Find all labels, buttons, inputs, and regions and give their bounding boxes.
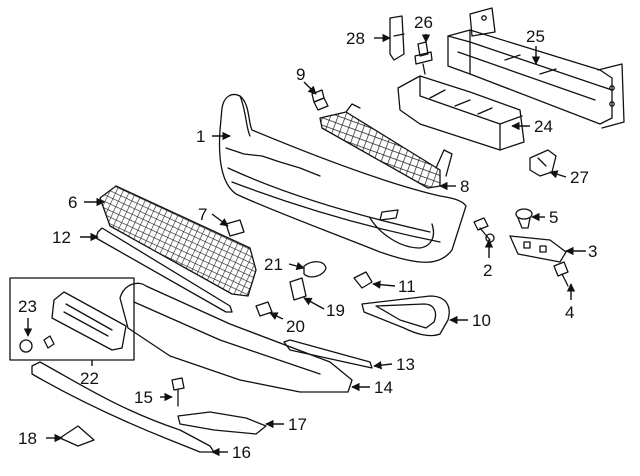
callout-3: 3 <box>588 242 597 261</box>
callout-20: 20 <box>286 317 305 336</box>
screw-part <box>311 89 329 111</box>
bumper-cover-part <box>218 93 467 263</box>
energy-absorber-part <box>397 75 525 151</box>
bracket-part-19 <box>289 277 307 301</box>
corner-piece-part <box>59 425 95 447</box>
impact-bar-part <box>447 7 625 129</box>
callout-14: 14 <box>374 378 393 397</box>
callout-23: 23 <box>18 297 37 316</box>
seal-part <box>255 301 273 317</box>
lower-strip-part <box>283 339 373 369</box>
callout-10: 10 <box>472 311 491 330</box>
bolt-part-15 <box>171 377 185 407</box>
callout-21: 21 <box>264 255 283 274</box>
bolt-part <box>414 41 433 75</box>
callout-19: 19 <box>326 301 345 320</box>
callout-13: 13 <box>396 355 415 374</box>
side-bracket-part <box>509 235 567 263</box>
callout-17: 17 <box>288 415 307 434</box>
callout-6: 6 <box>68 193 77 212</box>
callout-12: 12 <box>52 228 71 247</box>
callout-28: 28 <box>346 29 365 48</box>
clip-part-11 <box>353 271 373 289</box>
callout-8: 8 <box>460 177 469 196</box>
callout-24: 24 <box>534 117 553 136</box>
push-clip-part <box>515 208 533 229</box>
callout-22: 22 <box>80 369 99 388</box>
callout-4: 4 <box>565 303 574 322</box>
callout-2: 2 <box>483 261 492 280</box>
bracket-part <box>389 15 405 61</box>
trim-part-17 <box>177 411 267 435</box>
upper-grille-part <box>319 103 453 189</box>
callout-15: 15 <box>134 388 153 407</box>
callout-1: 1 <box>196 127 205 146</box>
fog-lamp-bezel-part <box>361 295 450 337</box>
tow-cap-part <box>303 261 327 278</box>
license-plate-bracket-group <box>9 277 135 361</box>
screw-part-4 <box>553 261 569 287</box>
callout-7: 7 <box>198 205 207 224</box>
callout-26: 26 <box>414 13 433 32</box>
callout-25: 25 <box>526 27 545 46</box>
lower-grille-part <box>99 185 257 297</box>
callout-18: 18 <box>18 429 37 448</box>
callout-16: 16 <box>232 443 251 462</box>
callout-27: 27 <box>570 168 589 187</box>
lower-cover-part <box>119 282 353 393</box>
callout-9: 9 <box>296 65 305 84</box>
callout-11: 11 <box>398 277 416 296</box>
screw-part-2 <box>473 217 495 243</box>
clip-part-7 <box>225 219 245 237</box>
callout-5: 5 <box>549 208 558 227</box>
